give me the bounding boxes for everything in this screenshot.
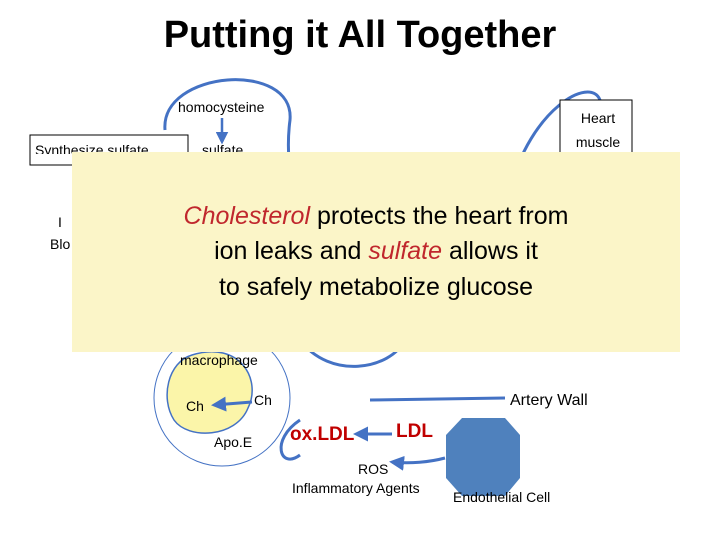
key-message-overlay: Cholesterol protects the heart from ion … bbox=[72, 152, 680, 352]
heart-muscle-label-line1: Heart bbox=[568, 110, 628, 126]
ldl-label: LDL bbox=[396, 421, 433, 443]
sulfate-highlight: sulfate bbox=[368, 237, 442, 265]
overlay-line-2: ion leaks and sulfate allows it bbox=[214, 235, 538, 269]
heart-muscle-label-line2: muscle bbox=[568, 134, 628, 150]
apoe-label: Apo.E bbox=[214, 434, 252, 450]
overlay-line-3: to safely metabolize glucose bbox=[219, 271, 533, 305]
artery-wall-arrow bbox=[370, 398, 505, 400]
overlay-line-2-rest: allows it bbox=[442, 237, 538, 265]
endothelial-cell-label: Endothelial Cell bbox=[453, 489, 550, 505]
overlay-line-1: Cholesterol protects the heart from bbox=[184, 200, 569, 234]
overlay-line-1-rest: protects the heart from bbox=[310, 202, 568, 230]
ch-outer-label: Ch bbox=[254, 392, 272, 408]
cholesterol-highlight: Cholesterol bbox=[184, 202, 310, 230]
overlay-line-2-start: ion leaks and bbox=[214, 237, 368, 265]
left-partial-label-2: Blo bbox=[50, 236, 70, 252]
homocysteine-label: homocysteine bbox=[178, 99, 264, 115]
ros-label: ROS bbox=[358, 461, 388, 477]
oxldl-label: ox.LDL bbox=[290, 424, 354, 446]
artery-wall-label: Artery Wall bbox=[510, 392, 588, 410]
inflammatory-agents-label: Inflammatory Agents bbox=[292, 480, 420, 496]
left-partial-label-1: I bbox=[58, 214, 62, 230]
heart-muscle-box bbox=[560, 100, 632, 160]
ros-arrow bbox=[392, 458, 445, 463]
ch-inner-label: Ch bbox=[186, 398, 204, 414]
macrophage-label: macrophage bbox=[180, 352, 258, 368]
endothelial-cell bbox=[446, 418, 520, 496]
